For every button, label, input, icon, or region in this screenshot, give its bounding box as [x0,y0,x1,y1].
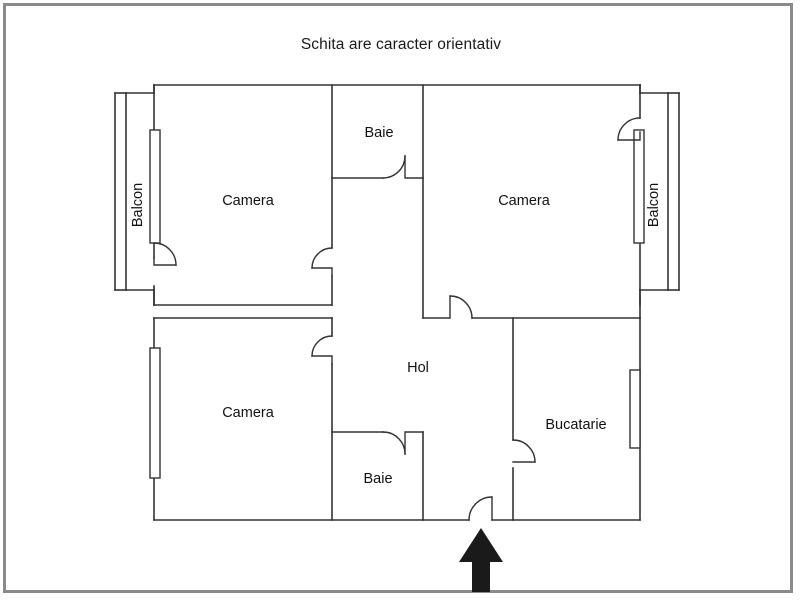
room-label-hol: Hol [407,360,429,376]
door-swing-cameraTL-upper [311,247,333,269]
door-leaf-cameraTL-upper [311,267,333,277]
window-camera-bottom-left [149,347,161,479]
room-label-baie-bottom: Baie [363,471,393,487]
door-swing-bucatarie [512,439,536,463]
window-bucatarie [629,369,641,449]
page-title: Schita are caracter orientativ [300,36,502,53]
room-label-camera-top-left: Camera [222,193,274,209]
door-swing-cameraBL [311,335,333,357]
image-frame-border [3,3,793,593]
room-label-camera-top-right: Camera [498,193,550,209]
door-swing-baie-top [382,155,406,179]
main-entrance-arrow [459,528,503,592]
door-swing-camera-top-left-to-balcon [153,242,177,266]
balcon-left-window [149,129,161,244]
door-leaf-camera-top-left-to-balcon [153,257,177,266]
door-swing-entrance [468,496,493,521]
room-label-baie-top: Baie [364,125,394,141]
room-label-camera-bottom-left: Camera [222,405,274,421]
balcon-right-window [633,129,645,244]
entrance-arrow-shape [459,528,503,592]
door-leaf-camera-top-right-to-balcon [617,131,641,141]
door-swing-cameraTR [449,295,473,319]
walls-group [114,84,680,521]
room-label-balcon-right: Balcon [646,182,662,228]
door-swing-baie-bottom [382,431,406,455]
door-leaf-cameraBL [311,355,333,365]
door-swing-camera-top-right-to-balcon [617,117,641,141]
room-label-balcon-left: Balcon [130,182,146,228]
room-label-bucatarie: Bucatarie [545,417,607,433]
